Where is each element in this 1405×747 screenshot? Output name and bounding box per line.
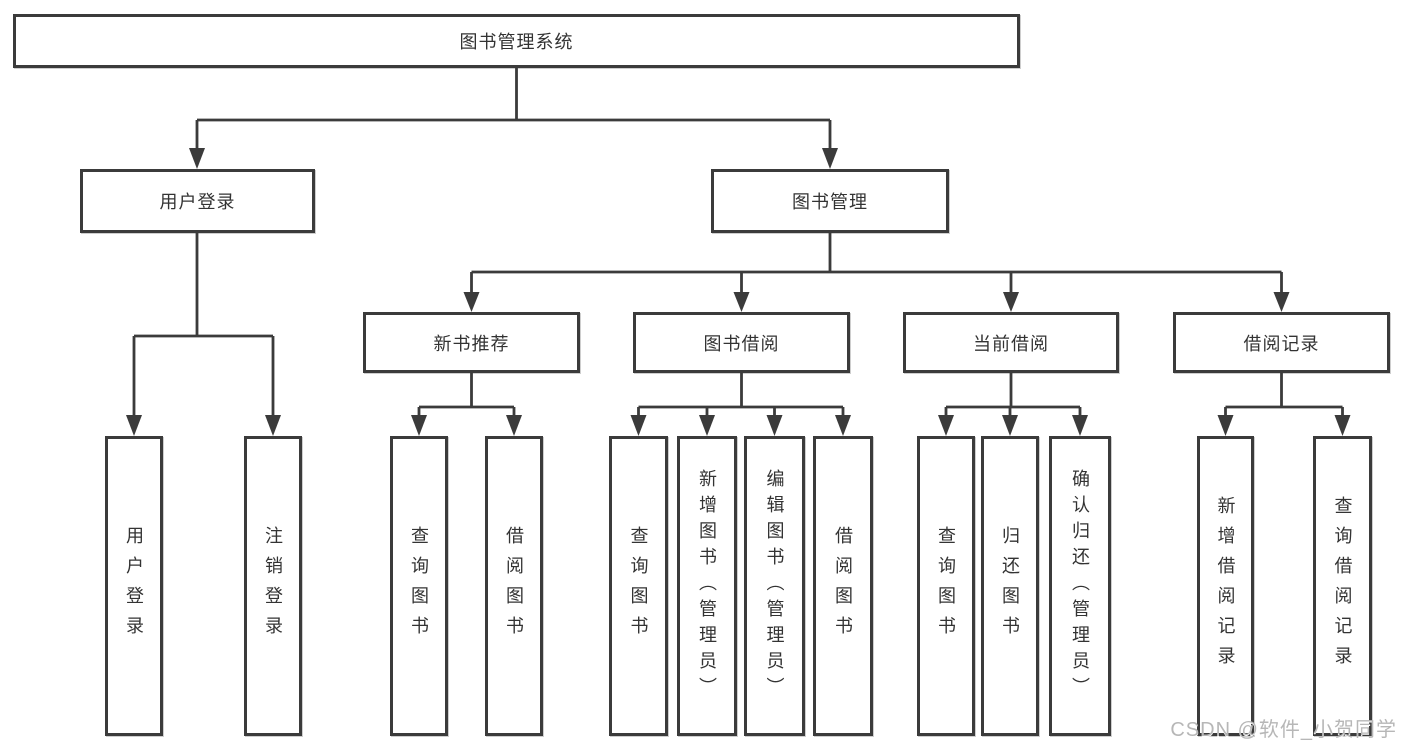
leaf-label: 借阅图书 [833, 526, 853, 646]
leaf-add-borrow-record: 新增借阅记录 [1197, 436, 1254, 736]
leaf-borrow-books-recommend: 借阅图书 [485, 436, 543, 736]
node-label: 图书管理系统 [459, 32, 574, 52]
leaf-label: 确认归还（管理员） [1070, 469, 1090, 703]
node-label: 当前借阅 [973, 333, 1049, 354]
arrowheads [126, 148, 1351, 436]
leaf-label: 查询图书 [409, 526, 429, 646]
leaf-query-books-current: 查询图书 [917, 436, 975, 736]
leaf-label: 查询图书 [628, 526, 649, 646]
node-label: 用户登录 [159, 192, 236, 212]
csdn-watermark: CSDN @软件_小贺同学 [1170, 719, 1397, 741]
leaf-edit-book-admin: 编辑图书（管理员） [744, 436, 805, 736]
connector-user-login-to-leaves [132, 233, 275, 419]
leaf-label: 归还图书 [1000, 526, 1020, 646]
node-new-book-recommendation: 新书推荐 [363, 312, 580, 373]
leaf-label: 编辑图书（管理员） [764, 469, 785, 703]
leaf-return-book: 归还图书 [981, 436, 1039, 736]
node-label: 图书管理 [792, 192, 868, 212]
leaf-logout: 注销登录 [244, 436, 302, 736]
node-book-borrowing: 图书借阅 [633, 312, 850, 373]
leaf-query-borrow-record: 查询借阅记录 [1313, 436, 1372, 736]
node-label: 图书借阅 [703, 333, 780, 354]
node-label: 新书推荐 [433, 333, 510, 354]
leaf-label: 新增图书（管理员） [697, 469, 717, 703]
leaf-label: 用户登录 [124, 526, 144, 646]
node-library-management-system: 图书管理系统 [13, 14, 1020, 68]
leaf-label: 借阅图书 [504, 526, 524, 646]
connector-current-borrowing-to-leaves [944, 373, 1082, 419]
connector-borrowing-records-to-leaves [1224, 373, 1344, 419]
connector-book-management-to-level3 [470, 233, 1283, 295]
leaf-confirm-return-admin: 确认归还（管理员） [1049, 436, 1111, 736]
leaf-label: 查询图书 [936, 526, 956, 646]
leaf-label: 新增借阅记录 [1215, 496, 1236, 676]
connector-root-to-level2 [195, 68, 832, 152]
leaf-add-book-admin: 新增图书（管理员） [677, 436, 737, 736]
leaf-query-books-recommend: 查询图书 [390, 436, 448, 736]
leaf-label: 查询借阅记录 [1332, 496, 1353, 676]
leaf-user-login: 用户登录 [105, 436, 163, 736]
connector-new-book-recommendation-to-leaves [417, 373, 516, 419]
leaf-query-books-borrowing: 查询图书 [609, 436, 668, 736]
leaf-label: 注销登录 [263, 526, 283, 646]
leaf-borrow-books-borrowing: 借阅图书 [813, 436, 873, 736]
node-user-login: 用户登录 [80, 169, 315, 233]
node-current-borrowing: 当前借阅 [903, 312, 1119, 373]
connector-book-borrowing-to-leaves [637, 373, 845, 419]
node-label: 借阅记录 [1243, 333, 1320, 354]
node-borrowing-records: 借阅记录 [1173, 312, 1390, 373]
node-book-management: 图书管理 [711, 169, 949, 233]
